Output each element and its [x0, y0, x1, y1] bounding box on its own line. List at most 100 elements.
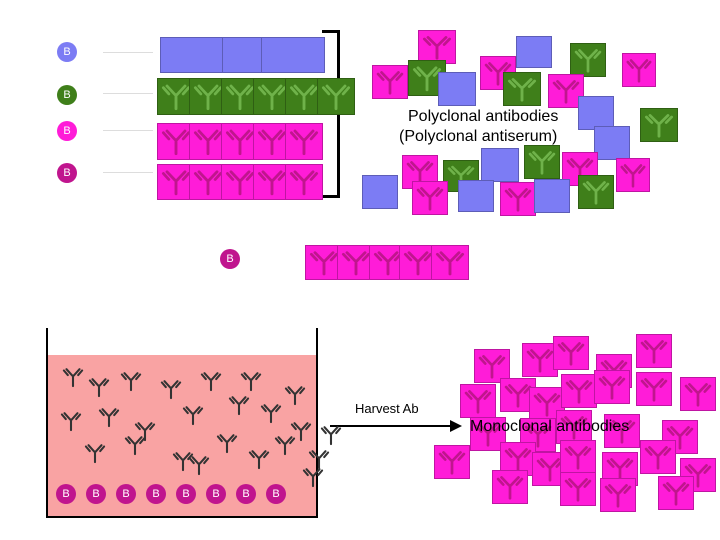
pink-antibody-tile — [157, 123, 195, 160]
monoclonal-antibody-tile — [561, 374, 597, 408]
polyclonal-blue-tile — [534, 179, 570, 213]
polyclonal-blue-tile — [362, 175, 398, 209]
monoclonal-antibody-tile — [434, 445, 470, 479]
polyclonal-blue-tile — [578, 96, 614, 130]
polyclonal-pink-tile — [500, 182, 536, 216]
secreted-antibody-icon — [60, 412, 82, 432]
monoclonal-antibody-tile — [594, 370, 630, 404]
polyclonal-blue-tile — [594, 126, 630, 160]
b-cell-magenta: B — [57, 163, 77, 183]
monoclonal-antibody-tile — [658, 476, 694, 510]
magenta-antibody-tile — [253, 164, 291, 200]
polyclonal-blue-tile — [438, 72, 476, 106]
monoclonal-label: Monoclonal antibodies — [470, 418, 630, 435]
monoclonal-antibody-tile — [636, 334, 672, 368]
harvest-arrow — [330, 420, 462, 432]
monoclonal-antibody-tile — [474, 349, 510, 383]
secreted-antibody-icon — [260, 404, 282, 424]
hybridoma-cell: B — [86, 484, 106, 504]
monoclonal-antibody-tile — [553, 336, 589, 370]
magenta-antibody-tile — [285, 164, 323, 200]
magenta-antibody-tile — [157, 164, 195, 200]
monoclonal-antibody-tile — [492, 470, 528, 504]
culture-flask — [46, 328, 318, 518]
connector-line — [103, 130, 153, 131]
hybridoma-cell: B — [176, 484, 196, 504]
pink-antibody-tile — [253, 123, 291, 160]
polyclonal-green-tile — [640, 108, 678, 142]
hybridoma-cell: B — [56, 484, 76, 504]
polyclonal-pink-tile — [548, 74, 584, 108]
polyclonal-green-tile — [524, 145, 560, 179]
secreted-antibody-icon — [320, 426, 342, 446]
secreted-antibody-icon — [172, 452, 194, 472]
green-antibody-tile — [317, 78, 355, 115]
monoclonal-antibody-tile — [680, 377, 716, 411]
secreted-antibody-icon — [98, 408, 120, 428]
secreted-antibody-icon — [248, 450, 270, 470]
clone-antibody-tile — [337, 245, 375, 280]
b-cell-blue: B — [57, 42, 77, 62]
polyclonal-blue-tile — [516, 36, 552, 68]
polyclonal-pink-tile — [418, 30, 456, 64]
monoclonal-antibody-tile — [560, 440, 596, 474]
secreted-antibody-icon — [216, 434, 238, 454]
secreted-antibody-icon — [200, 372, 222, 392]
secreted-antibody-icon — [134, 422, 156, 442]
secreted-antibody-icon — [88, 378, 110, 398]
polyclonal-pink-tile — [616, 158, 650, 192]
polyclonal-antiserum-label: (Polyclonal antiserum) — [399, 128, 558, 145]
pink-antibody-tile — [221, 123, 259, 160]
monoclonal-antibody-tile — [460, 384, 496, 418]
secreted-antibody-icon — [274, 436, 296, 456]
polyclonal-blue-tile — [458, 180, 494, 212]
polyclonal-green-tile — [570, 43, 606, 77]
green-antibody-tile — [189, 78, 227, 115]
magenta-antibody-tile — [189, 164, 227, 200]
secreted-antibody-icon — [240, 372, 262, 392]
connector-line — [103, 172, 153, 173]
pink-antibody-tile — [189, 123, 227, 160]
pink-antibody-tile — [285, 123, 323, 160]
hybridoma-cell: B — [146, 484, 166, 504]
secreted-antibody-icon — [124, 436, 146, 456]
secreted-antibody-icon — [62, 368, 84, 388]
secreted-antibody-icon — [284, 386, 306, 406]
monoclonal-antibody-tile — [522, 343, 558, 377]
hybridoma-cell: B — [266, 484, 286, 504]
hybridoma-cell: B — [236, 484, 256, 504]
secreted-antibody-icon — [308, 450, 330, 470]
connector-line — [103, 93, 153, 94]
monoclonal-antibody-tile — [636, 372, 672, 406]
secreted-antibody-icon — [182, 406, 204, 426]
secreted-antibody-icon — [188, 456, 210, 476]
green-antibody-tile — [221, 78, 259, 115]
clone-antibody-tile — [305, 245, 343, 280]
secreted-antibody-icon — [228, 396, 250, 416]
magenta-antibody-tile — [221, 164, 259, 200]
clone-antibody-tile — [431, 245, 469, 280]
secreted-antibody-icon — [160, 380, 182, 400]
monoclonal-antibody-tile — [640, 440, 676, 474]
secreted-antibody-icon — [84, 444, 106, 464]
b-cell-selected-clone: B — [220, 249, 240, 269]
polyclonal-label: Polyclonal antibodies — [408, 108, 559, 125]
b-cell-pink: B — [57, 121, 77, 141]
polyclonal-green-tile — [578, 175, 614, 209]
secreted-antibody-icon — [120, 372, 142, 392]
polyclonal-green-tile — [503, 72, 541, 106]
hybridoma-cell: B — [116, 484, 136, 504]
hybridoma-cell: B — [206, 484, 226, 504]
polyclonal-pink-tile — [622, 53, 656, 87]
monoclonal-antibody-tile — [604, 414, 640, 448]
polyclonal-pink-tile — [372, 65, 408, 99]
green-antibody-tile — [285, 78, 323, 115]
green-antibody-tile — [253, 78, 291, 115]
blue-antibody-tile — [222, 37, 262, 73]
polyclonal-pink-tile — [412, 181, 448, 215]
secreted-antibody-icon — [290, 422, 312, 442]
secreted-antibody-icon — [302, 468, 324, 488]
polyclonal-blue-tile — [481, 148, 519, 182]
harvest-label: Harvest Ab — [355, 401, 419, 416]
